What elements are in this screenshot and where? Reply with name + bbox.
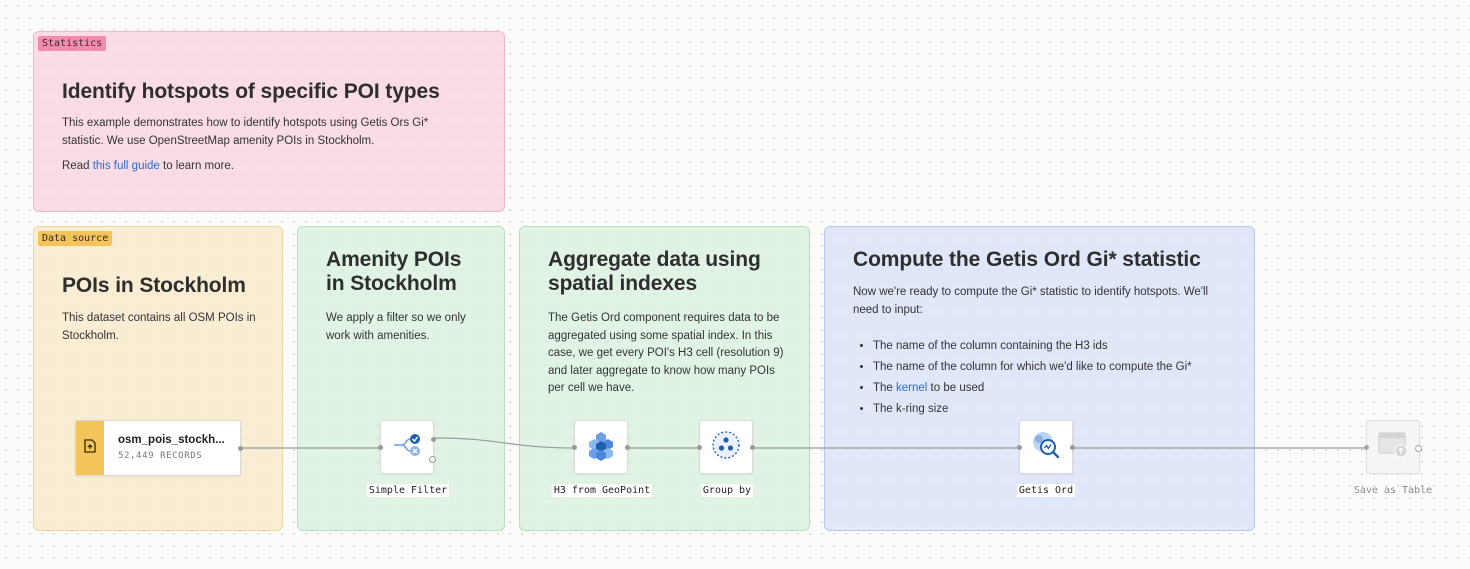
groupby-output-port[interactable] — [750, 444, 755, 450]
group-by-label: Group by — [700, 484, 754, 497]
filter-output-match-port[interactable] — [431, 436, 436, 442]
source-node-osm-pois[interactable]: osm_pois_stockh... 52,449 RECORDS — [75, 420, 243, 476]
amenity-group: Amenity POIs in Stockholm We apply a fil… — [297, 226, 505, 531]
kernel-link[interactable]: kernel — [896, 382, 928, 394]
source-strip — [76, 421, 104, 475]
list-item: The k-ring size — [873, 399, 1192, 420]
groupby-input-port[interactable] — [697, 444, 702, 450]
h3-from-geopoint-label: H3 from GeoPoint — [551, 484, 653, 497]
getis-output-port[interactable] — [1070, 444, 1075, 450]
edge-filter-h3 — [434, 437, 575, 449]
source-output-port[interactable] — [238, 445, 243, 451]
save-as-table-label: Save as Table — [1353, 485, 1433, 496]
upload-file-icon — [84, 438, 96, 458]
filter-icon — [392, 432, 422, 463]
amenity-title-line1: Amenity POIs — [326, 248, 462, 271]
amenity-title-line2: in Stockholm — [326, 272, 457, 295]
kernel-suffix: to be used — [930, 382, 985, 394]
aggregate-group: Aggregate data using spatial indexes The… — [519, 226, 810, 531]
group-by-node[interactable] — [697, 420, 755, 474]
save-input-port[interactable] — [1364, 444, 1369, 450]
h3-from-geopoint-node[interactable] — [572, 420, 630, 474]
save-table-icon — [1377, 431, 1409, 464]
full-guide-link[interactable]: this full guide — [92, 160, 160, 172]
read-prefix: Read — [62, 160, 93, 172]
source-node-records: 52,449 RECORDS — [118, 451, 203, 461]
intro-description: This example demonstrates how to identif… — [62, 117, 429, 147]
read-suffix: to learn more. — [159, 160, 234, 172]
source-node-name: osm_pois_stockh... — [118, 434, 225, 446]
h3-input-port[interactable] — [572, 444, 577, 450]
compute-input-list: The name of the column containing the H3… — [855, 336, 1192, 420]
getis-ord-label: Getis Ord — [1016, 484, 1076, 497]
kernel-prefix: The — [873, 382, 897, 394]
h3-output-port[interactable] — [625, 444, 630, 450]
statistics-tag: Statistics — [38, 36, 107, 51]
filter-output-unmatch-port[interactable] — [429, 455, 436, 463]
list-item: The kernel to be used — [873, 378, 1192, 399]
getis-ord-node[interactable] — [1017, 420, 1075, 474]
statistics-group: Statistics Identify hotspots of specific… — [33, 31, 505, 212]
source-title: POIs in Stockholm — [62, 274, 246, 297]
save-as-table-node[interactable] — [1364, 420, 1422, 474]
compute-group: Compute the Getis Ord Gi* statistic Now … — [824, 226, 1255, 531]
filter-input-port[interactable] — [378, 444, 383, 450]
source-description: This dataset contains all OSM POIs in St… — [62, 312, 256, 342]
compute-title: Compute the Getis Ord Gi* statistic — [853, 248, 1201, 271]
amenity-title: Amenity POIs in Stockholm — [326, 248, 461, 296]
compute-description: Now we're ready to compute the Gi* stati… — [853, 286, 1209, 316]
aggregate-title-line2: spatial indexes — [548, 272, 698, 295]
data-source-group: Data source POIs in Stockholm This datas… — [33, 226, 283, 531]
getis-input-port[interactable] — [1017, 444, 1022, 450]
simple-filter-node[interactable] — [378, 420, 436, 474]
aggregate-description: The Getis Ord component requires data to… — [548, 312, 784, 394]
hexagon-cluster-icon — [585, 429, 617, 466]
spatial-analysis-icon — [1030, 429, 1062, 466]
save-output-port[interactable] — [1415, 444, 1422, 452]
aggregate-title-line1: Aggregate data using — [548, 248, 761, 271]
aggregate-title: Aggregate data using spatial indexes — [548, 248, 761, 296]
amenity-description: We apply a filter so we only work with a… — [326, 312, 466, 342]
list-item: The name of the column for which we'd li… — [873, 357, 1192, 378]
simple-filter-label: Simple Filter — [366, 484, 450, 497]
group-by-icon — [711, 430, 741, 465]
intro-title: Identify hotspots of specific POI types — [62, 80, 440, 103]
data-source-tag: Data source — [38, 231, 113, 246]
intro-read-more: Read this full guide to learn more. — [62, 158, 234, 176]
list-item: The name of the column containing the H3… — [873, 336, 1192, 357]
